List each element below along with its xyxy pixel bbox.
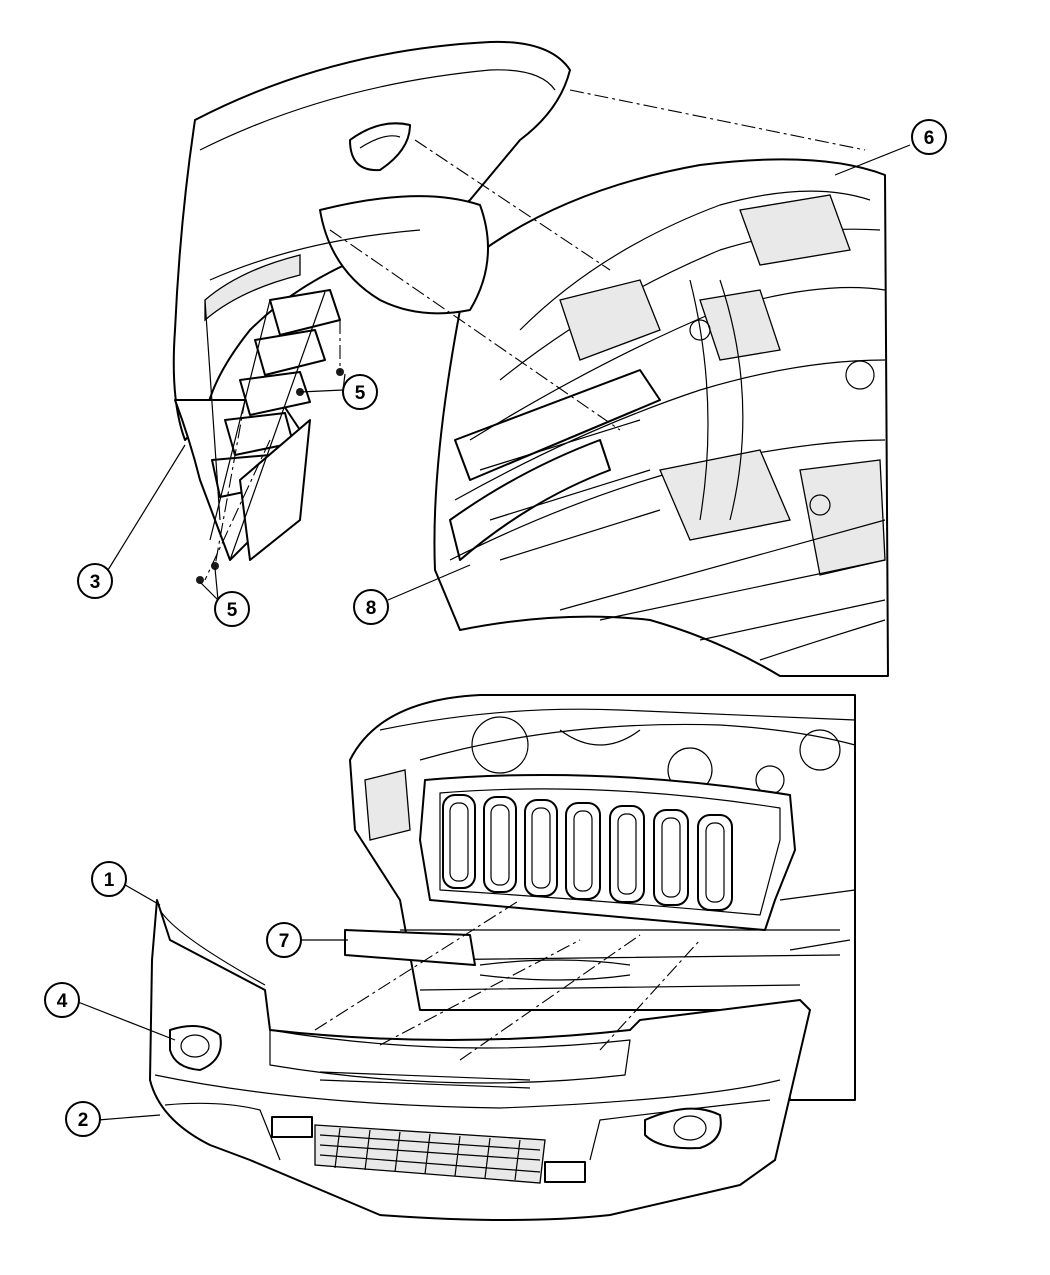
grille-slots <box>442 794 733 911</box>
callout-1: 1 <box>91 861 127 897</box>
lower-grille-mesh <box>271 1116 586 1184</box>
callout-6-label: 6 <box>924 128 935 149</box>
callout-5a-label: 5 <box>355 383 366 404</box>
callout-4: 4 <box>44 982 80 1018</box>
alignment-lines-bottom <box>314 899 701 1061</box>
lower-fascia-part-3 <box>172 40 571 561</box>
callout-5b-label: 5 <box>227 600 238 621</box>
callout-8-label: 8 <box>366 598 377 619</box>
grille <box>419 774 796 931</box>
callout-4-label: 4 <box>57 991 68 1012</box>
callout-5a: 5 <box>342 374 378 410</box>
callout-5b: 5 <box>214 591 250 627</box>
alignment-lines-top <box>204 89 866 581</box>
upper-assembly-view <box>107 40 911 677</box>
front-end-structure <box>433 158 889 677</box>
lower-assembly-view <box>77 694 856 1221</box>
callout-1-label: 1 <box>104 870 115 891</box>
callout-2: 2 <box>65 1101 101 1137</box>
callout-2-label: 2 <box>78 1110 89 1131</box>
fog-lamp-bezels-part-4 <box>169 1025 722 1150</box>
callout-8: 8 <box>353 589 389 625</box>
callout-6: 6 <box>911 119 947 155</box>
callout-3-label: 3 <box>90 572 101 593</box>
leader-lines-bottom <box>77 881 348 1121</box>
callout-7-label: 7 <box>279 931 290 952</box>
callout-7: 7 <box>266 922 302 958</box>
engine-compartment <box>344 694 856 1101</box>
leader-lines-top <box>107 144 911 601</box>
callout-3: 3 <box>77 563 113 599</box>
